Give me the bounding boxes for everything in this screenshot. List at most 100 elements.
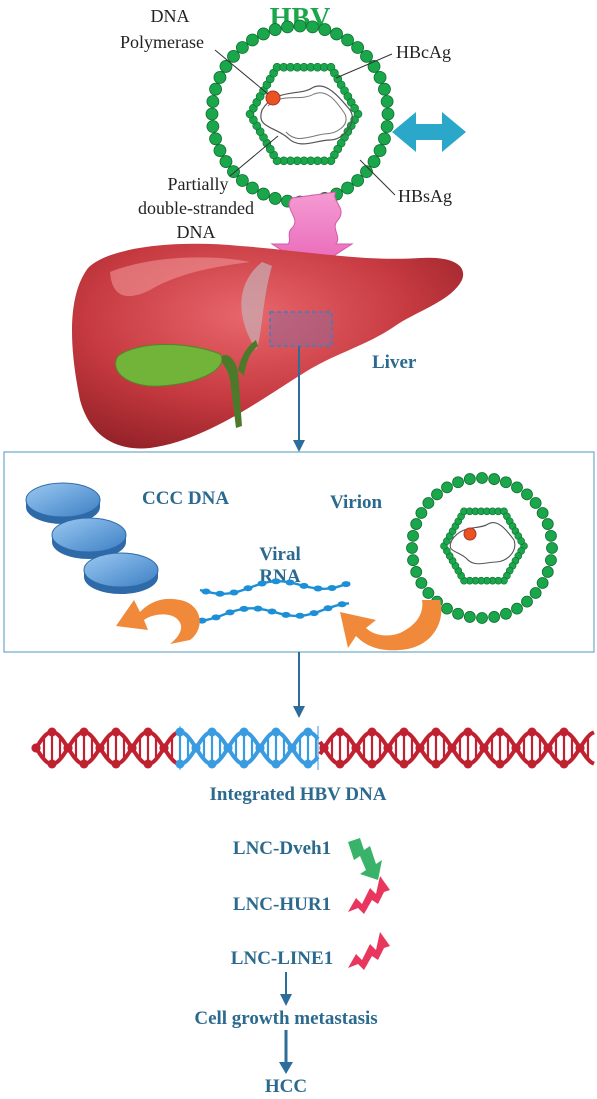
envelope-bead [306,20,319,34]
virion-dna-strand [449,522,516,565]
envelope-bead [476,472,488,484]
dna-node [143,759,153,769]
envelope-bead [351,174,365,187]
envelope-bead [367,155,381,168]
envelope-bead [529,587,542,599]
dna-node [47,727,57,737]
dna-node [239,759,249,769]
rna-bead [341,581,351,588]
dna-node [399,727,409,737]
dna-node [335,759,345,769]
dna-node [31,743,41,753]
rna-bead [271,578,281,585]
dna-node [431,727,441,737]
envelope-bead [206,120,220,133]
ccc-dna-disk [83,552,159,594]
dna-polymerase-dot [265,90,281,106]
envelope-bead [380,120,394,133]
envelope-bead [257,187,270,201]
rna-bead [225,609,235,616]
dna-node [79,759,89,769]
envelope-bead [488,473,501,485]
envelope-bead [452,476,464,489]
arrow-liver-to-panel-head [293,440,305,452]
dna-node [127,743,137,753]
envelope-bead [213,144,227,157]
dna-node [511,743,521,753]
dna-node [447,743,457,753]
envelope-bead [209,82,222,96]
rna-bead [281,611,291,618]
virion-capsid-hexagon [440,507,528,585]
rna-bead [299,582,309,589]
dna-node [527,727,537,737]
envelope-bead [500,476,512,489]
envelope-bead [378,82,391,96]
dna-node [239,727,249,737]
envelope-bead [441,481,453,494]
envelope-bead [360,165,373,179]
dna-node [207,759,217,769]
rna-bead [257,580,267,587]
ccc-dna-label: CCC DNA [142,488,229,509]
lnc-hur1-label: LNC-HUR1 [233,894,331,915]
dna-node [543,743,553,753]
partial-dna-label-2: double-stranded [138,198,254,218]
gallbladder [115,344,223,387]
envelope-bead [406,542,418,554]
leader-line-hbsag [359,159,396,196]
envelope-bead [380,95,394,108]
dna-node [575,743,585,753]
trend-down-arrow-icon [348,838,382,880]
envelope-bead [213,71,227,84]
dna-node [255,743,265,753]
leader-line-hbcag [335,53,393,79]
lnc-line1-label: LNC-LINE1 [231,948,333,969]
recycle-arrow-left-icon [116,598,200,644]
envelope-bead [381,107,395,121]
envelope-bead [227,49,240,63]
liver-ligament [241,262,272,350]
partial-dna-strand-2 [267,92,347,139]
virion-label: Virion [330,492,383,513]
dna-node [463,759,473,769]
arrow-lnc-to-cell-growth-head [280,994,292,1006]
envelope-bead [407,554,419,567]
envelope-bead [268,23,282,36]
dna-backbone-hbv [179,729,320,767]
rna-bead [309,610,319,617]
dna-polymerase-label-1: DNA [151,6,190,26]
envelope-bead [373,144,387,157]
dna-node [159,743,169,753]
rna-bead [337,601,347,608]
arrow-panel-to-integrated-head [293,706,305,718]
envelope-bead [341,181,354,195]
envelope-bead [521,595,533,608]
envelope-bead [268,192,282,205]
envelope-bead [511,481,523,494]
ccc-dna-disks [25,482,159,594]
envelope-bead [219,155,233,168]
viral-rna-strands [195,578,351,624]
envelope-bead [227,165,240,179]
rna-bead [267,608,277,615]
envelope-bead [541,518,554,530]
dna-node [271,727,281,737]
hbv-virion-top [205,19,395,209]
envelope-bead [441,602,453,615]
envelope-bead [407,529,419,542]
rna-bead [229,589,239,596]
viral-rna-label-1: Viral [259,544,301,565]
recycle-arrow-right-icon [340,600,442,651]
dna-node [431,759,441,769]
dna-node [111,727,121,737]
envelope-bead [463,473,476,485]
rna-bead [201,588,211,595]
rna-bead [197,617,207,624]
hbcag-capsid-hexagon [245,62,363,166]
envelope-bead [318,23,332,36]
envelope-bead [422,587,435,599]
envelope-bead [488,611,501,623]
liver-highlight [110,257,250,297]
envelope-bead [373,71,387,84]
